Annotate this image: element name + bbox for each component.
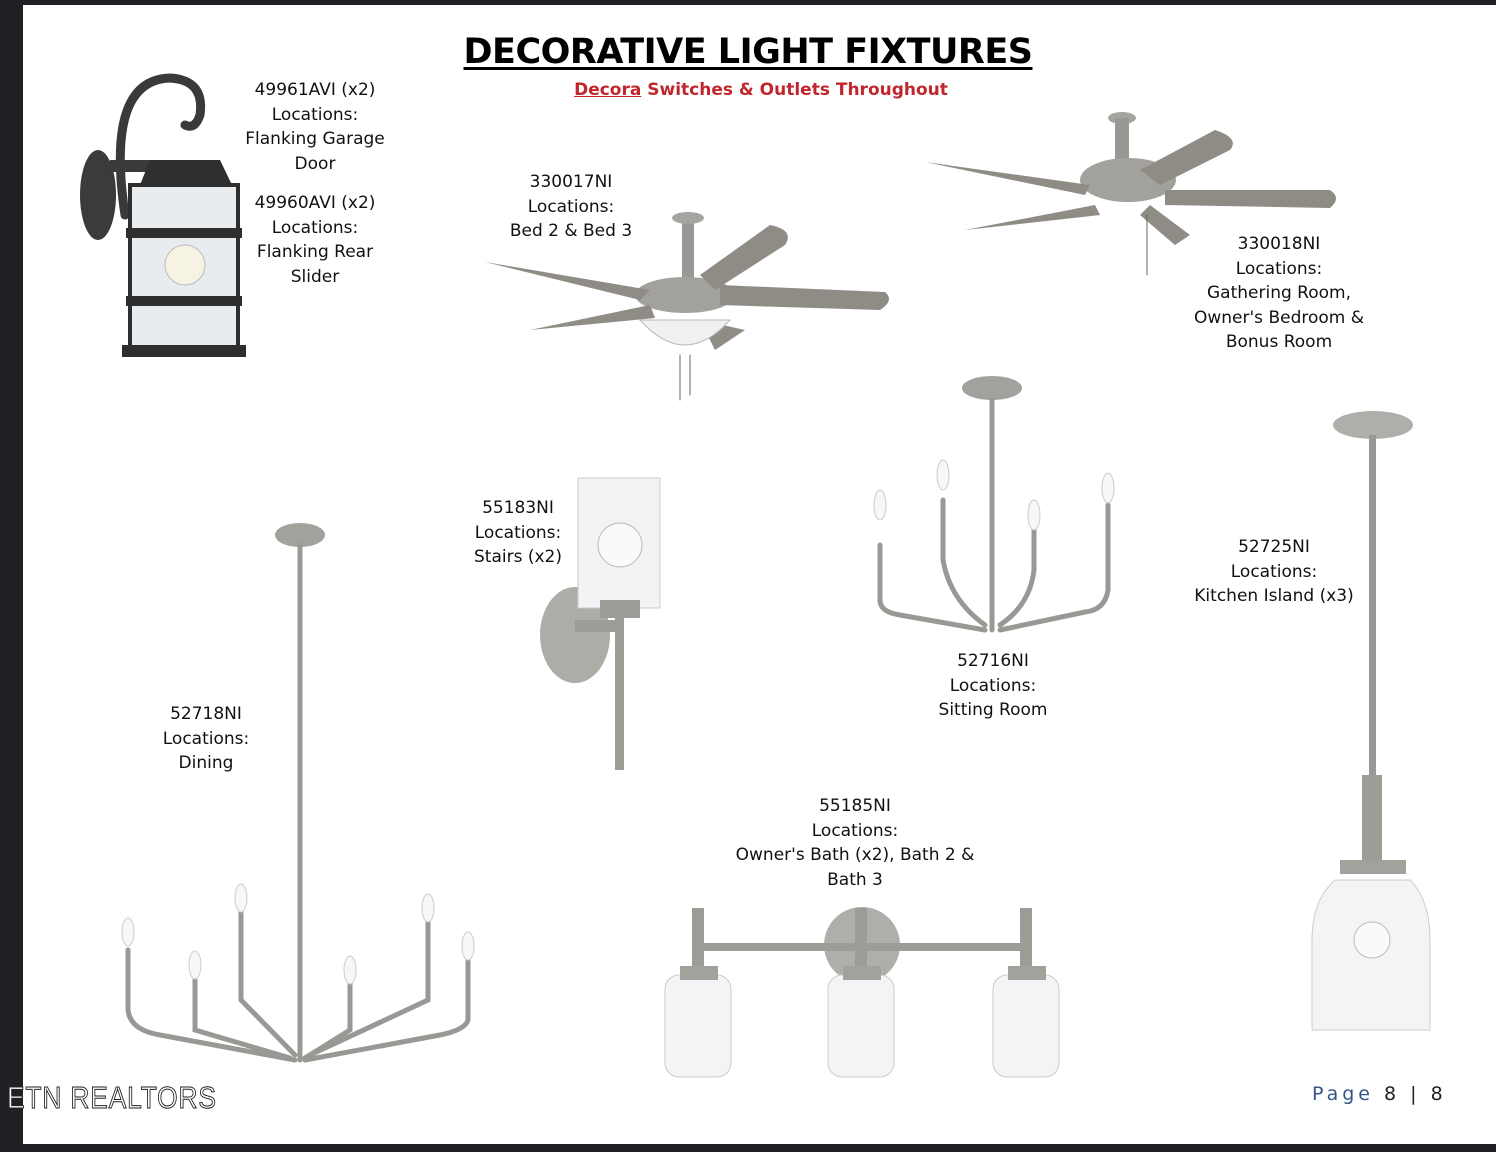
fixture-label-330017ni: 330017NI Locations: Bed 2 & Bed 3 — [510, 170, 632, 244]
wall-sconce-image — [540, 477, 661, 770]
fixture-label-49960avi: 49960AVI (x2) Locations: Flanking Rear S… — [255, 191, 376, 289]
location-text: Bath 3 — [827, 869, 883, 890]
brand-watermark: ETN REALTORS — [7, 1080, 217, 1116]
model-number: 330018NI — [1237, 234, 1321, 254]
model-number: 55183NI — [482, 498, 554, 518]
location-text: Stairs (x2) — [474, 547, 562, 568]
ceiling-fan-image — [925, 112, 1336, 276]
wall-lantern-image — [80, 73, 246, 357]
location-text: Door — [294, 153, 336, 174]
subtitle-decora: Decora — [574, 80, 642, 100]
fixture-label-55185ni: 55185NI Locations: Owner's Bath (x2), Ba… — [736, 794, 975, 892]
model-number: 52718NI — [170, 704, 242, 724]
fixture-label-55183ni: 55183NI Locations: Stairs (x2) — [474, 496, 562, 570]
location-text: Dining — [178, 753, 234, 774]
location-text: Flanking Rear — [256, 242, 374, 263]
locations-heading: Locations: — [1235, 258, 1323, 279]
fixture-label-49961avi: 49961AVI (x2) Locations: Flanking Garage… — [245, 78, 384, 176]
page-word: Page — [1312, 1083, 1374, 1105]
page-number: Page 8 | 8 — [1312, 1083, 1447, 1105]
locations-heading: Locations: — [949, 675, 1037, 696]
model-number: 52725NI — [1238, 537, 1310, 557]
locations-heading: Locations: — [474, 522, 562, 543]
locations-heading: Locations: — [162, 728, 250, 749]
fixture-label-52718ni: 52718NI Locations: Dining — [163, 702, 250, 776]
ceiling-fan-with-light-image — [485, 212, 889, 401]
model-number: 55185NI — [819, 796, 891, 816]
vanity-light-image — [664, 907, 1060, 1078]
locations-heading: Locations: — [527, 196, 615, 217]
location-text: Flanking Garage — [245, 129, 385, 150]
location-text: Gathering Room, — [1207, 283, 1351, 304]
locations-heading: Locations: — [1230, 561, 1318, 582]
model-number: 49960AVI (x2) — [254, 193, 376, 213]
subtitle-rest: Switches & Outlets Throughout — [641, 80, 948, 100]
page-subtitle: Decora Switches & Outlets Throughout — [0, 80, 1496, 100]
model-number: 330017NI — [529, 172, 613, 192]
model-number: 52716NI — [957, 651, 1029, 671]
chandelier-6-light-image — [121, 523, 475, 1063]
chandelier-5-light-image — [873, 376, 1115, 633]
title-text: DECORATIVE LIGHT FIXTURES — [463, 32, 1033, 72]
model-number: 49961AVI (x2) — [254, 80, 376, 100]
location-text: Slider — [290, 266, 340, 287]
locations-heading: Locations: — [271, 217, 359, 238]
location-text: Bed 2 & Bed 3 — [509, 221, 633, 242]
location-text: Owner's Bedroom & — [1194, 307, 1364, 328]
location-text: Kitchen Island (x3) — [1194, 586, 1354, 607]
page-title: DECORATIVE LIGHT FIXTURES — [0, 32, 1496, 72]
pendant-light-image — [1311, 411, 1431, 1031]
location-text: Bonus Room — [1225, 332, 1333, 353]
fixture-label-330018ni: 330018NI Locations: Gathering Room, Owne… — [1194, 232, 1364, 355]
page-count: 8 | 8 — [1384, 1083, 1447, 1105]
location-text: Owner's Bath (x2), Bath 2 & — [735, 845, 975, 866]
location-text: Sitting Room — [938, 700, 1048, 721]
locations-heading: Locations: — [811, 820, 899, 841]
fixture-label-52725ni: 52725NI Locations: Kitchen Island (x3) — [1194, 535, 1353, 609]
fixture-label-52716ni: 52716NI Locations: Sitting Room — [939, 649, 1048, 723]
locations-heading: Locations: — [271, 104, 359, 125]
